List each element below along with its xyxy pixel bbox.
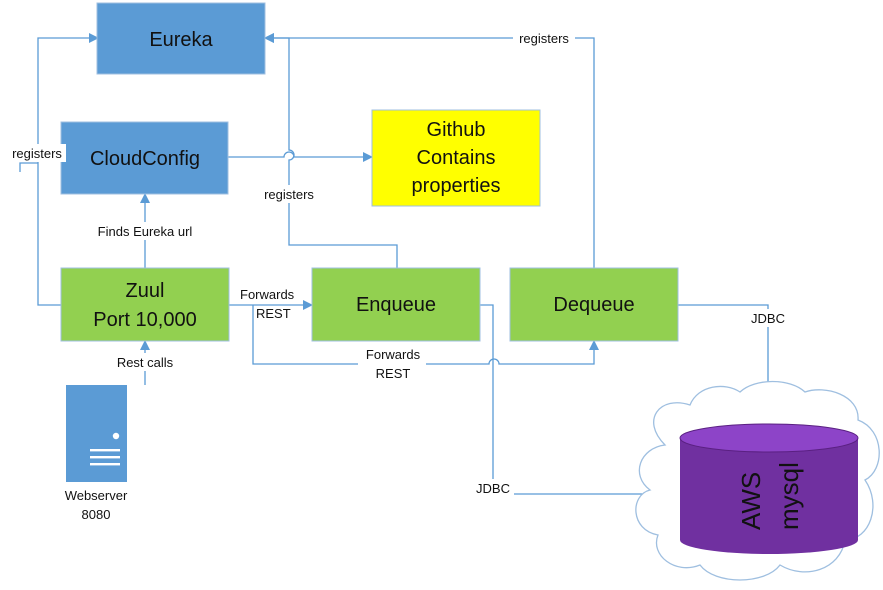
edge-dequeue-to-eureka (264, 33, 595, 268)
registers-label-enqueue: registers (264, 187, 314, 202)
github-label-line2: Contains (417, 147, 496, 169)
forwards-enqueue-label-line2: REST (256, 306, 291, 321)
database-body (680, 438, 858, 554)
jdbc-dequeue-label: JDBC (751, 311, 785, 326)
zuul-label-line2: Port 10,000 (93, 309, 196, 331)
edge-dequeue-to-db (678, 304, 773, 402)
zuul-box (60, 267, 230, 342)
github-label-line3: properties (412, 175, 501, 197)
github-box (371, 109, 541, 207)
edge-zuul-to-dequeue (252, 305, 599, 365)
edge-enqueue-to-db (480, 304, 681, 499)
database-top (679, 423, 859, 453)
webserver-icon (66, 385, 127, 482)
forwards-dequeue-label-line2: REST (376, 366, 411, 381)
cloudconfig-box (60, 121, 229, 195)
edge-cloudconfig-to-github (228, 151, 373, 162)
enqueue-box (311, 267, 481, 342)
forwards-enqueue-label-line1: Forwards (240, 287, 295, 302)
rest-calls-label: Rest calls (117, 355, 174, 370)
forwards-dequeue-label-line1: Forwards (366, 347, 421, 362)
dequeue-box (509, 267, 679, 342)
eureka-box (96, 2, 266, 75)
webserver-label-line1: Webserver (65, 488, 128, 503)
zuul-label-line1: Zuul (126, 280, 165, 302)
database: AWS mysql (679, 423, 859, 554)
finds-eureka-url-label: Finds Eureka url (98, 224, 193, 239)
edge-registers-stub (19, 162, 38, 172)
database-label-line1: AWS (736, 472, 766, 530)
webserver-label-line2: 8080 (82, 507, 111, 522)
enqueue-label: Enqueue (356, 294, 436, 316)
jdbc-enqueue-label: JDBC (476, 481, 510, 496)
edge-zuul-to-eureka (37, 33, 99, 306)
registers-label-dequeue: registers (519, 31, 569, 46)
database-label-line2: mysql (774, 462, 804, 530)
eureka-label: Eureka (149, 29, 213, 51)
github-label-line1: Github (427, 119, 486, 141)
dequeue-label: Dequeue (553, 294, 634, 316)
registers-label-zuul: registers (12, 146, 62, 161)
cloudconfig-label: CloudConfig (90, 148, 200, 170)
